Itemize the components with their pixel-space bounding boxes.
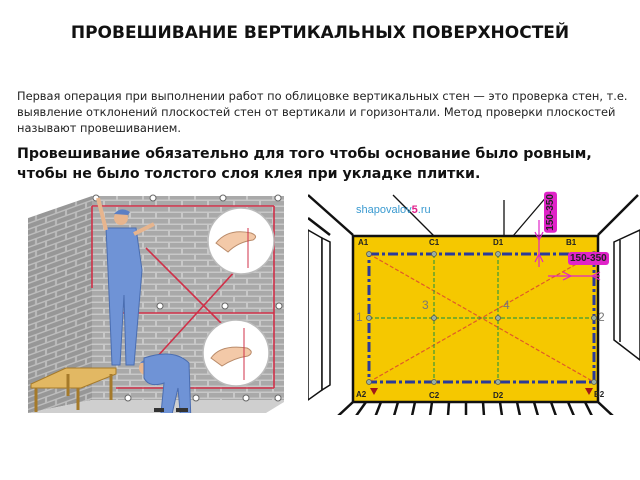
section-number-1: 1 bbox=[356, 310, 363, 324]
point-label-c1: C1 bbox=[429, 238, 440, 247]
horizontal-offset-badge: 150-350 bbox=[568, 252, 609, 265]
point-label-d2: D2 bbox=[493, 391, 504, 400]
site-label-accent: 5 bbox=[411, 204, 418, 216]
point-label-a1: A1 bbox=[358, 238, 369, 247]
section-number-4: 4 bbox=[503, 298, 510, 312]
site-label-prefix: shapovalov bbox=[356, 204, 412, 216]
wall-plumbing-diagram: shapovalov5.ru A1 C1 D1 B1 A2 C2 D2 B2 1… bbox=[308, 190, 640, 415]
page-title: ПРОВЕШИВАНИЕ ВЕРТИКАЛЬНЫХ ПОВЕРХНОСТЕЙ bbox=[70, 23, 570, 43]
point-label-c2: C2 bbox=[429, 391, 440, 400]
brick-wall-illustration bbox=[26, 188, 286, 424]
point-label-b2: B2 bbox=[594, 390, 605, 399]
emphasis-paragraph: Провешивание обязательно для того чтобы … bbox=[17, 146, 592, 182]
point-label-b1: B1 bbox=[566, 238, 577, 247]
vertical-offset-badge: 150-350 bbox=[544, 192, 557, 233]
intro-paragraph: Первая операция при выполнении работ по … bbox=[17, 89, 628, 135]
section-number-3: 3 bbox=[422, 298, 429, 312]
point-label-d1: D1 bbox=[493, 238, 504, 247]
section-number-2: 2 bbox=[598, 310, 605, 324]
point-label-a2: A2 bbox=[356, 390, 367, 399]
site-watermark: shapovalov5.ru bbox=[356, 204, 431, 216]
site-label-suffix: .ru bbox=[417, 204, 431, 216]
